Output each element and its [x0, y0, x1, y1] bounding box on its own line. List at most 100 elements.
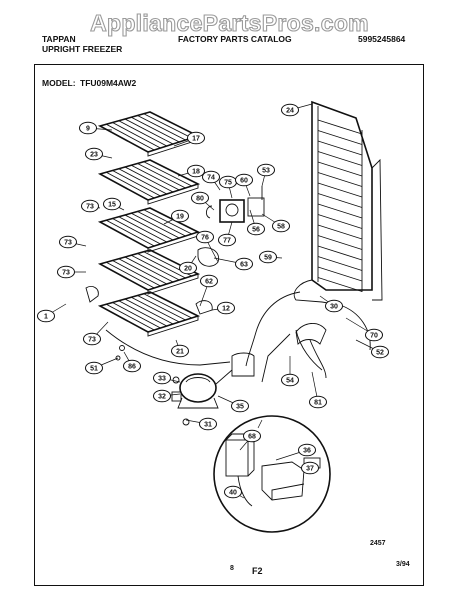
part-callout[interactable]: 73: [81, 199, 99, 213]
part-number-label: 74: [207, 175, 215, 182]
part-callout[interactable]: 60: [235, 173, 253, 187]
part-callout[interactable]: 19: [171, 209, 189, 223]
model-label: MODEL:: [42, 78, 76, 88]
part-number-label: 73: [62, 270, 70, 277]
part-callout[interactable]: 73: [59, 235, 77, 249]
shelf-clip: [195, 300, 213, 315]
part-callout[interactable]: 12: [217, 301, 235, 315]
brand: TAPPAN: [42, 34, 76, 44]
part-callout[interactable]: 35: [231, 399, 249, 413]
part-callout[interactable]: 37: [301, 461, 319, 475]
part-callout[interactable]: 80: [191, 191, 209, 205]
part-callout[interactable]: 51: [85, 361, 103, 375]
part-number-label: 35: [236, 404, 244, 411]
part-callout[interactable]: 32: [153, 389, 171, 403]
part-number-label: 51: [90, 366, 98, 373]
part-callout[interactable]: 59: [259, 250, 277, 264]
screw: [119, 345, 125, 351]
part-number-label: 73: [86, 204, 94, 211]
part-number-label: 37: [306, 466, 314, 473]
part-number-label: 17: [192, 136, 200, 143]
part-callout[interactable]: 73: [57, 265, 75, 279]
part-callout[interactable]: 36: [298, 443, 316, 457]
page-number: 8: [230, 565, 234, 572]
part-number-label: 23: [90, 152, 98, 159]
part-number-label: 73: [88, 337, 96, 344]
part-callout[interactable]: 24: [281, 103, 299, 117]
part-callout[interactable]: 21: [171, 344, 189, 358]
refrigerant-tubing: [105, 279, 371, 383]
part-callout[interactable]: 30: [325, 299, 343, 313]
part-callout[interactable]: 53: [257, 163, 275, 177]
part-number-label: 52: [376, 350, 384, 357]
catalog-number: 5995245864: [358, 34, 406, 44]
part-number-label: 86: [128, 364, 136, 371]
part-number-label: 77: [223, 238, 231, 245]
section-code: F2: [252, 566, 263, 576]
part-number-label: 75: [224, 180, 232, 187]
part-number-label: 76: [201, 235, 209, 242]
part-callout[interactable]: 86: [123, 359, 141, 373]
diagram-frame: [34, 64, 424, 586]
watermark: AppliancePartsPros.com: [90, 9, 370, 36]
part-number-label: 59: [264, 255, 272, 262]
screw: [115, 355, 121, 361]
part-callout[interactable]: 70: [365, 328, 383, 342]
model-number: TFU09M4AW2: [80, 78, 137, 88]
compressor: [171, 352, 255, 409]
part-callout[interactable]: 63: [235, 257, 253, 271]
part-number-label: 81: [314, 400, 322, 407]
part-callout[interactable]: 76: [196, 230, 214, 244]
part-number-label: 54: [286, 378, 294, 385]
part-number-label: 31: [204, 422, 212, 429]
part-number-label: 18: [192, 169, 200, 176]
revision-date: 3/94: [396, 561, 410, 568]
part-number-label: 30: [330, 304, 338, 311]
part-callout[interactable]: 31: [199, 417, 217, 431]
part-number-label: 21: [176, 349, 184, 356]
part-callout[interactable]: 73: [83, 332, 101, 346]
part-callout[interactable]: 40: [224, 485, 242, 499]
catalog-title: FACTORY PARTS CATALOG: [178, 34, 292, 44]
part-callout[interactable]: 1: [37, 309, 55, 323]
part-callout[interactable]: 68: [243, 429, 261, 443]
shelf-support: [85, 285, 99, 303]
part-callout[interactable]: 74: [202, 170, 220, 184]
part-callout[interactable]: 75: [219, 175, 237, 189]
part-number-label: 58: [277, 224, 285, 231]
grommet: [182, 418, 190, 426]
part-number-label: 33: [158, 376, 166, 383]
part-number-label: 62: [205, 279, 213, 286]
part-number-label: 68: [248, 434, 256, 441]
part-number-label: 63: [240, 262, 248, 269]
product-type: UPRIGHT FREEZER: [42, 44, 123, 54]
part-callout[interactable]: 23: [85, 147, 103, 161]
part-number-label: 53: [262, 168, 270, 175]
part-number-label: 15: [108, 202, 116, 209]
part-callout[interactable]: 20: [179, 261, 197, 275]
part-callout[interactable]: 9: [79, 121, 97, 135]
grommet: [172, 376, 180, 384]
part-callout[interactable]: 81: [309, 395, 327, 409]
part-number-label: 70: [370, 333, 378, 340]
part-number-label: 36: [303, 448, 311, 455]
relay-detail: [213, 415, 331, 533]
part-callout[interactable]: 62: [200, 274, 218, 288]
part-callout[interactable]: 58: [272, 219, 290, 233]
evaporator-coil: [311, 100, 383, 301]
part-callout[interactable]: 77: [218, 233, 236, 247]
part-callout[interactable]: 33: [153, 371, 171, 385]
part-callout[interactable]: 17: [187, 131, 205, 145]
part-number-label: 32: [158, 394, 166, 401]
part-callout[interactable]: 52: [371, 345, 389, 359]
part-callout[interactable]: 15: [103, 197, 121, 211]
part-callout[interactable]: 54: [281, 373, 299, 387]
part-callout[interactable]: 18: [187, 164, 205, 178]
wire-shelf: [97, 111, 201, 157]
drain-trough: [295, 323, 327, 345]
part-number-label: 60: [240, 178, 248, 185]
part-callout[interactable]: 56: [247, 222, 265, 236]
wire-shelf: [97, 291, 201, 337]
